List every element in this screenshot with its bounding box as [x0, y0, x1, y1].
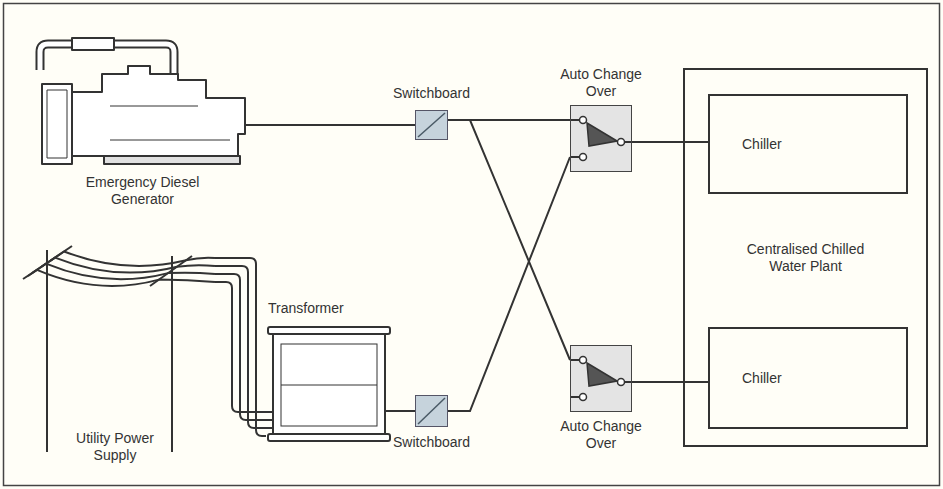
- node-label: Switchboard: [393, 434, 470, 451]
- node-label: Centralised Chilled Water Plant: [736, 241, 876, 275]
- transformer-unit: Transformer: [266, 300, 392, 445]
- power-line: [392, 410, 415, 412]
- power-line: [632, 381, 708, 383]
- power-line: [255, 124, 415, 126]
- utility-supply: Utility Power Supply: [15, 240, 215, 466]
- auto-changeover-box: Auto Change Over: [570, 345, 632, 412]
- power-line: [215, 258, 266, 436]
- node-label: Utility Power Supply: [69, 430, 161, 464]
- node-label: Chiller: [742, 136, 782, 153]
- node-label: Transformer: [268, 300, 344, 317]
- switchboard-symbol: [415, 110, 448, 427]
- chiller-box: Chiller: [708, 94, 908, 194]
- power-line: [448, 120, 570, 360]
- frame-border: [4, 4, 940, 486]
- diesel-generator-drawing: [40, 38, 255, 164]
- node-label: Auto Change Over: [551, 66, 651, 100]
- plant-enclosure: Centralised Chilled Water PlantChillerCh…: [683, 68, 928, 447]
- node-label: Auto Change Over: [551, 418, 651, 452]
- node-label: Chiller: [742, 370, 782, 387]
- node-label: Switchboard: [393, 85, 470, 102]
- chiller-box: Chiller: [708, 327, 908, 429]
- power-line: [632, 141, 708, 143]
- changeover-symbol: [570, 105, 632, 412]
- generator-unit: Emergency Diesel Generator: [30, 38, 255, 210]
- switchboard-box: Switchboard: [415, 395, 448, 427]
- transformer-drawing: [266, 327, 392, 441]
- utility-poles-drawing: [23, 246, 215, 452]
- switchboard-box: Switchboard: [415, 110, 448, 140]
- auto-changeover-box: Auto Change Over: [570, 105, 632, 172]
- node-label: Emergency Diesel Generator: [85, 174, 201, 208]
- power-line: [448, 157, 570, 411]
